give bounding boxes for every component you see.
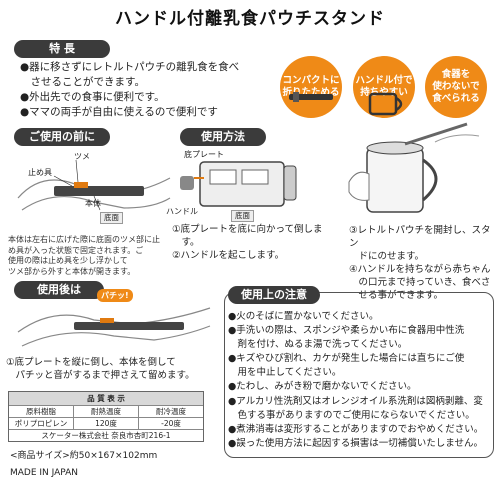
caution-line: ●手洗いの際は、スポンジや柔らかい布に食器用中性洗 [228, 325, 465, 337]
features-list: ●器に移さずにレトルトパウチの離乳食を食べ させることができます。 ●外出先での… [20, 60, 290, 120]
table-cell: 120度 [73, 418, 138, 429]
before-use-header: ご使用の前に [14, 128, 110, 146]
feature-line: ●ママの両手が自由に使えるので便利です [20, 106, 218, 118]
label-hontai: 本体 [85, 199, 101, 208]
step-line: ④ハンドルを持ちながら赤ちゃん [349, 264, 491, 275]
table-cell: 原料樹脂 [26, 407, 56, 416]
step-line: の口元まで持っていき、食べさ [349, 277, 491, 288]
badge-text: 持ちやすい [360, 87, 408, 98]
caution-line: 剤を付け、ぬるま湯で洗ってください。 [228, 339, 408, 351]
label-teimen-2: 底面 [231, 210, 254, 222]
note-line: 使用の際は止め具を少し浮かして [8, 256, 128, 265]
folded-stand-illustration [289, 92, 333, 102]
badge-no-dish: 食器を使わないで食べられる [425, 56, 487, 118]
table-cell: -20度 [138, 418, 203, 429]
origin: MADE IN JAPAN [10, 468, 79, 478]
pachi-badge: パチッ! [97, 289, 133, 302]
badge-text: 使わないで [432, 81, 480, 92]
note-line: ツメ部から外すと本体が開きます。 [8, 266, 136, 276]
feeding-illustration [348, 122, 480, 213]
table-cell: 耐熱温度 [73, 406, 138, 417]
table-row: ポリプロピレン 120度 -20度 [9, 417, 203, 429]
badge-handle: ハンドル付で持ちやすい [353, 56, 415, 118]
stand-open-illustration [180, 161, 297, 207]
caution-line: ●キズやひび割れ、カケが発生した場合には直ちにご使 [228, 353, 465, 365]
badge-compact: コンパクトに折りたためる [280, 56, 342, 118]
how-to-use-steps-right: ③レトルトパウチを開封し、スタン ドにのせます。 ④ハンドルを持ちながら赤ちゃん… [349, 224, 499, 302]
step-line: す。 [172, 237, 200, 248]
step-line: ①底プレートを底に向かって倒しま [172, 224, 323, 235]
cautions-header: 使用上の注意 [228, 286, 320, 304]
feature-line: させることができます。 [20, 76, 145, 88]
after-use-header: 使用後は [14, 281, 104, 299]
step-line: ③レトルトパウチを開封し、スタン [349, 225, 491, 249]
how-to-use-steps-left: ①底プレートを底に向かって倒しま す。 ②ハンドルを起こします。 [172, 223, 348, 262]
how-to-use-header: 使用方法 [180, 128, 266, 146]
after-use-illustration [17, 307, 211, 347]
step-line: ②ハンドルを起こします。 [172, 250, 285, 261]
table-row: 原料樹脂 耐熱温度 耐冷温度 [9, 405, 203, 417]
before-use-note: 本体は左右に広げた際に底面のツメ部に止 め具が入った状態で固定されます。ご 使用… [8, 235, 188, 277]
table-cell: 耐冷温度 [138, 406, 203, 417]
label-handle: ハンドル [166, 207, 198, 216]
caution-line: ●アルカリ性洗剤又はオレンジオイル系洗剤は図柄剥離、変 [228, 395, 483, 407]
caution-line: 用を中止してください。 [228, 367, 342, 379]
badge-text: 食器を [441, 69, 471, 80]
caution-line: ●誤った使用方法に起因する損害は一切補償いたしません。 [228, 437, 484, 449]
note-line: 本体は左右に広げた際に底面のツメ部に止 [8, 235, 160, 244]
before-use-illustration [17, 159, 171, 211]
caution-line: ●たわし、みがき粉で磨かないでください。 [228, 381, 417, 393]
step-line: せる事ができます。 [349, 290, 444, 301]
step-line: ①底プレートを縦に倒し、本体を倒して [6, 357, 176, 368]
table-row: スケーター株式会社 奈良市杏町216-1 [9, 429, 203, 441]
handle-stand-illustration [368, 92, 403, 116]
caution-line: 色する事がありますのでご使用にならないでください。 [228, 409, 475, 421]
maker-cell: スケーター株式会社 奈良市杏町216-1 [41, 431, 171, 440]
cautions-list: ●火のそばに置かないでください。 ●手洗いの際は、スポンジや柔らかい布に食器用中… [228, 310, 494, 451]
label-soko-plate: 底プレート [184, 150, 224, 159]
features-header: 特 長 [14, 40, 110, 58]
after-use-steps: ①底プレートを縦に倒し、本体を倒して パチッと音がするまで押さえて留めます。 [6, 356, 226, 382]
label-tomegu: 止め具 [28, 168, 52, 177]
caution-line: ●火のそばに置かないでください。 [228, 311, 379, 322]
badge-text: 食べられる [432, 93, 480, 104]
step-line: ドにのせます。 [349, 251, 425, 262]
quality-table: 品 質 表 示 原料樹脂 耐熱温度 耐冷温度 ポリプロピレン 120度 -20度… [8, 391, 204, 442]
badge-text: コンパクトに [282, 75, 340, 86]
note-line: め具が入った状態で固定されます。ご [8, 245, 144, 255]
badge-text: ハンドル付で [355, 75, 413, 86]
page-title: ハンドル付離乳食パウチスタンド [115, 9, 385, 29]
quality-table-header: 品 質 表 示 [9, 392, 203, 405]
table-cell: ポリプロピレン [14, 419, 68, 428]
step-line: パチッと音がするまで押さえて留めます。 [6, 370, 195, 381]
badge-text: 折りたためる [282, 87, 340, 98]
product-size: <商品サイズ>約50×167×102mm [10, 451, 158, 461]
cautions-panel [224, 292, 494, 458]
label-tsume: ツメ [74, 152, 90, 161]
label-teimen: 底面 [100, 212, 123, 224]
feature-line: ●器に移さずにレトルトパウチの離乳食を食べ [20, 61, 240, 73]
caution-line: ●煮沸消毒は変形することがありますのでおやめください。 [228, 423, 484, 435]
feature-line: ●外出先での食事に便利です。 [20, 91, 165, 103]
